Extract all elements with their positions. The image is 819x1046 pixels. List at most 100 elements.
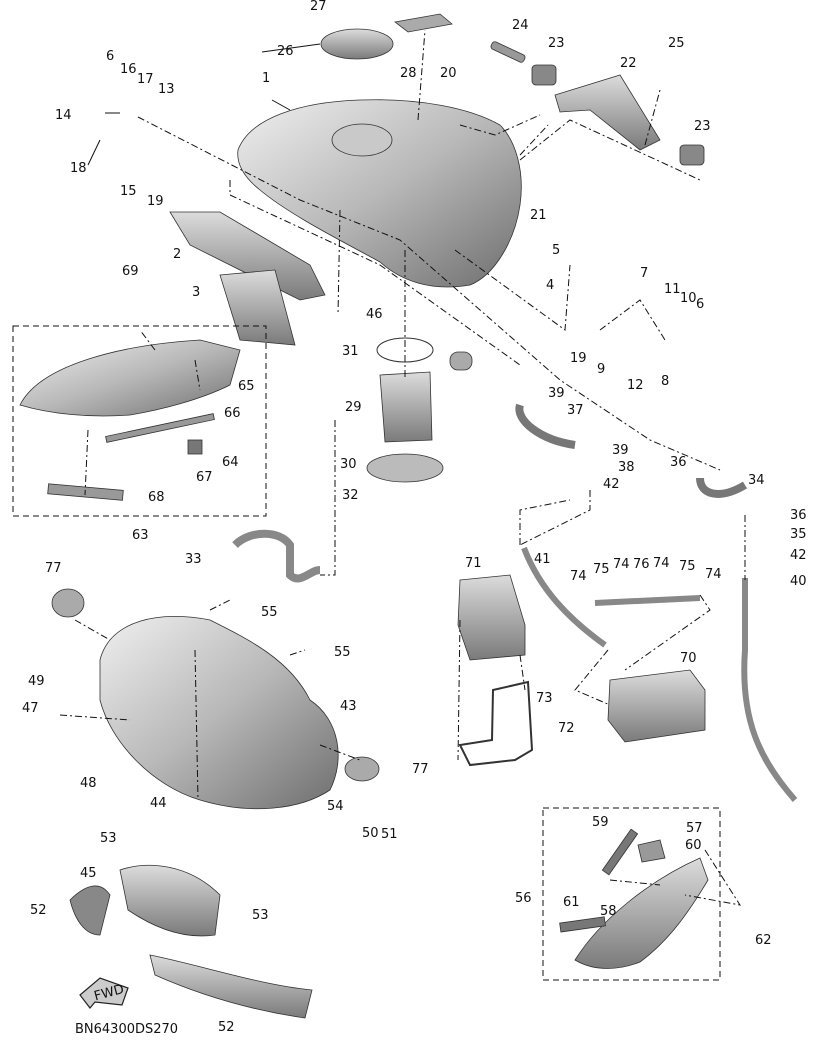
under-cover-part bbox=[119, 864, 221, 937]
callout-label: 52 bbox=[30, 903, 47, 918]
callout-label: 61 bbox=[563, 895, 580, 910]
callout-label: 33 bbox=[185, 552, 202, 567]
collar-part bbox=[679, 144, 705, 166]
callout-label: 54 bbox=[327, 799, 344, 814]
callout-label: 74 bbox=[705, 567, 722, 582]
callout-label: 72 bbox=[558, 721, 575, 736]
parts-layer bbox=[19, 13, 798, 1019]
fuel-cap-opening-part bbox=[331, 123, 393, 157]
callout-label: 9 bbox=[597, 362, 605, 377]
callout-label: 32 bbox=[342, 488, 359, 503]
callout-label: 3 bbox=[192, 285, 200, 300]
callout-label: 55 bbox=[261, 605, 278, 620]
front-cover-part bbox=[99, 616, 339, 810]
callout-label: 24 bbox=[512, 18, 529, 33]
canister-part bbox=[457, 574, 526, 661]
bracket-part bbox=[554, 74, 661, 151]
strip-part bbox=[559, 916, 606, 933]
fuel-tank-part bbox=[237, 99, 522, 288]
callout-label: 42 bbox=[790, 548, 807, 563]
mount-bracket-part bbox=[458, 680, 534, 767]
callout-label: 55 bbox=[334, 645, 351, 660]
callout-label: 47 bbox=[22, 701, 39, 716]
cover-assembly-box bbox=[12, 325, 267, 517]
collar-part bbox=[531, 64, 557, 86]
callout-label: 6 bbox=[106, 49, 114, 64]
pipe-part bbox=[232, 529, 321, 583]
side-panel-assembly-box bbox=[542, 807, 721, 981]
trim-part bbox=[637, 839, 666, 863]
callout-label: 36 bbox=[670, 455, 687, 470]
trim-part bbox=[69, 885, 111, 936]
callout-label: 50 bbox=[362, 826, 379, 841]
callout-label: 64 bbox=[222, 455, 239, 470]
hose-part bbox=[696, 477, 748, 498]
callout-label: 38 bbox=[618, 460, 635, 475]
callout-label: 19 bbox=[147, 194, 164, 209]
callout-label: 77 bbox=[412, 762, 429, 777]
strip-part bbox=[105, 413, 215, 443]
callout-label: 74 bbox=[653, 556, 670, 571]
fwd-arrow-icon bbox=[79, 977, 129, 1009]
callout-label: 27 bbox=[310, 0, 327, 14]
callout-label: 1 bbox=[262, 71, 270, 86]
tank-top-cover-part bbox=[19, 339, 241, 417]
callout-label: 66 bbox=[224, 406, 241, 421]
callout-label: 14 bbox=[55, 108, 72, 123]
callout-label: 57 bbox=[686, 821, 703, 836]
callout-label: 22 bbox=[620, 56, 637, 71]
hose-part bbox=[521, 546, 607, 648]
callout-label: 70 bbox=[680, 651, 697, 666]
callout-label: 10 bbox=[680, 291, 697, 306]
trim-part bbox=[149, 954, 313, 1019]
callout-label: 7 bbox=[640, 266, 648, 281]
emblem-part bbox=[344, 756, 380, 782]
callout-label: 15 bbox=[120, 184, 137, 199]
callout-label: 39 bbox=[612, 443, 629, 458]
callout-label: 77 bbox=[45, 561, 62, 576]
callout-label: 36 bbox=[790, 508, 807, 523]
callout-label: 23 bbox=[694, 119, 711, 134]
callout-label: 68 bbox=[148, 490, 165, 505]
callout-label: 21 bbox=[530, 208, 547, 223]
callout-label: 20 bbox=[440, 66, 457, 81]
callout-label: 52 bbox=[218, 1020, 235, 1035]
callout-label: 53 bbox=[100, 831, 117, 846]
tank-side-cover-part bbox=[169, 211, 326, 301]
callout-label: 65 bbox=[238, 379, 255, 394]
callout-label: 11 bbox=[664, 282, 681, 297]
canister-part bbox=[607, 669, 706, 743]
callout-label: 74 bbox=[570, 569, 587, 584]
callout-label: 76 bbox=[633, 557, 650, 572]
callout-label: 73 bbox=[536, 691, 553, 706]
callout-label: 42 bbox=[603, 477, 620, 492]
callout-label: 34 bbox=[748, 473, 765, 488]
callout-label: 13 bbox=[158, 82, 175, 97]
callout-label: 6 bbox=[696, 297, 704, 312]
callout-label: 30 bbox=[340, 457, 357, 472]
callout-label: 17 bbox=[137, 72, 154, 87]
callout-label: 40 bbox=[790, 574, 807, 589]
leader-lines bbox=[12, 29, 746, 981]
callout-label: 75 bbox=[679, 559, 696, 574]
callout-label: 8 bbox=[661, 374, 669, 389]
callout-label: 49 bbox=[28, 674, 45, 689]
callout-label: 69 bbox=[122, 264, 139, 279]
pump-filter-part bbox=[449, 351, 473, 371]
pump-gasket-part bbox=[366, 453, 444, 483]
callout-label: 58 bbox=[600, 904, 617, 919]
callout-label: 18 bbox=[70, 161, 87, 176]
emblem-part bbox=[51, 588, 85, 618]
callout-label: 43 bbox=[340, 699, 357, 714]
callout-label: 31 bbox=[342, 344, 359, 359]
top-plate-part bbox=[394, 13, 453, 33]
fuel-cap-part bbox=[320, 28, 394, 60]
callout-label: 12 bbox=[627, 378, 644, 393]
callout-label: 37 bbox=[567, 403, 584, 418]
callout-label: 63 bbox=[132, 528, 149, 543]
callout-label: 46 bbox=[366, 307, 383, 322]
hose-part bbox=[741, 578, 798, 802]
callout-label: 26 bbox=[277, 44, 294, 59]
side-panel-part bbox=[574, 857, 709, 969]
